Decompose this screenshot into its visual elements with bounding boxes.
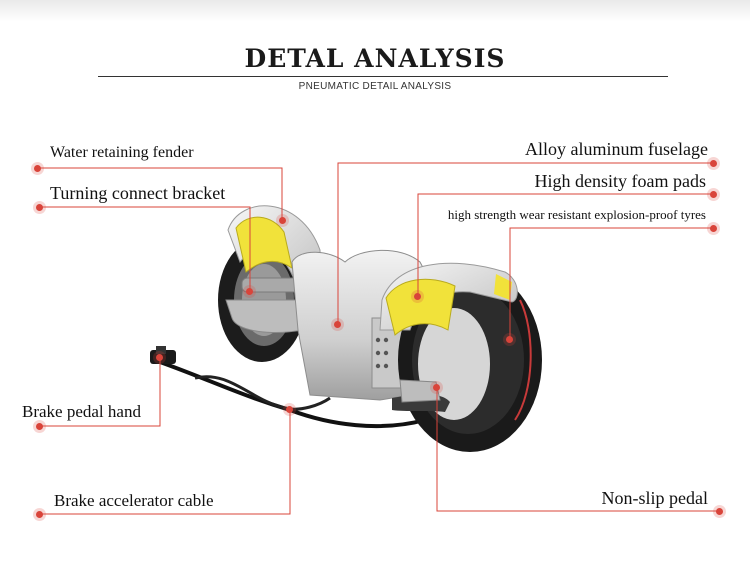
callout-dot[interactable] <box>710 191 717 198</box>
label-non-slip: Non-slip pedal <box>601 488 708 508</box>
callout-dot[interactable] <box>433 384 440 391</box>
leader-alloy-fuselage <box>337 162 714 325</box>
label-brake-cable: Brake accelerator cable <box>54 491 214 510</box>
callout-dot[interactable] <box>34 165 41 172</box>
callout-dot[interactable] <box>710 160 717 167</box>
callout-dot[interactable] <box>716 508 723 515</box>
callout-dot[interactable] <box>506 336 513 343</box>
front-foam-pad-yellow <box>385 278 456 336</box>
callout-dot[interactable] <box>36 423 43 430</box>
callout-dot[interactable] <box>414 293 421 300</box>
leader-tyres <box>509 227 714 340</box>
leader-brake-hand <box>40 358 161 427</box>
leader-non-slip <box>436 388 720 512</box>
label-brake-hand: Brake pedal hand <box>22 402 141 421</box>
title-divider <box>98 76 668 77</box>
callout-dot[interactable] <box>36 204 43 211</box>
label-alloy-fuselage: Alloy aluminum fuselage <box>525 139 708 159</box>
callout-dot[interactable] <box>710 225 717 232</box>
callout-dot[interactable] <box>286 406 293 413</box>
callout-dot[interactable] <box>246 288 253 295</box>
page-title: DETAL ANALYSIS <box>244 44 506 73</box>
page-subtitle: PNEUMATIC DETAIL ANALYSIS <box>298 81 452 92</box>
leader-brake-cable <box>40 410 291 515</box>
brake-cable-loop <box>194 375 331 411</box>
callout-dot[interactable] <box>334 321 341 328</box>
label-water-fender: Water retaining fender <box>50 144 194 161</box>
leader-foam-pads <box>417 193 714 297</box>
callout-dot[interactable] <box>156 354 163 361</box>
label-tyres: high strength wear resistant explosion-p… <box>447 207 706 222</box>
leader-water-fender <box>38 167 283 220</box>
label-turning-bracket: Turning connect bracket <box>50 183 226 203</box>
top-shade <box>0 0 750 22</box>
leader-turning-bracket <box>40 206 251 292</box>
callout-dot[interactable] <box>36 511 43 518</box>
label-foam-pads: High density foam pads <box>534 171 706 191</box>
callout-dot[interactable] <box>279 217 286 224</box>
